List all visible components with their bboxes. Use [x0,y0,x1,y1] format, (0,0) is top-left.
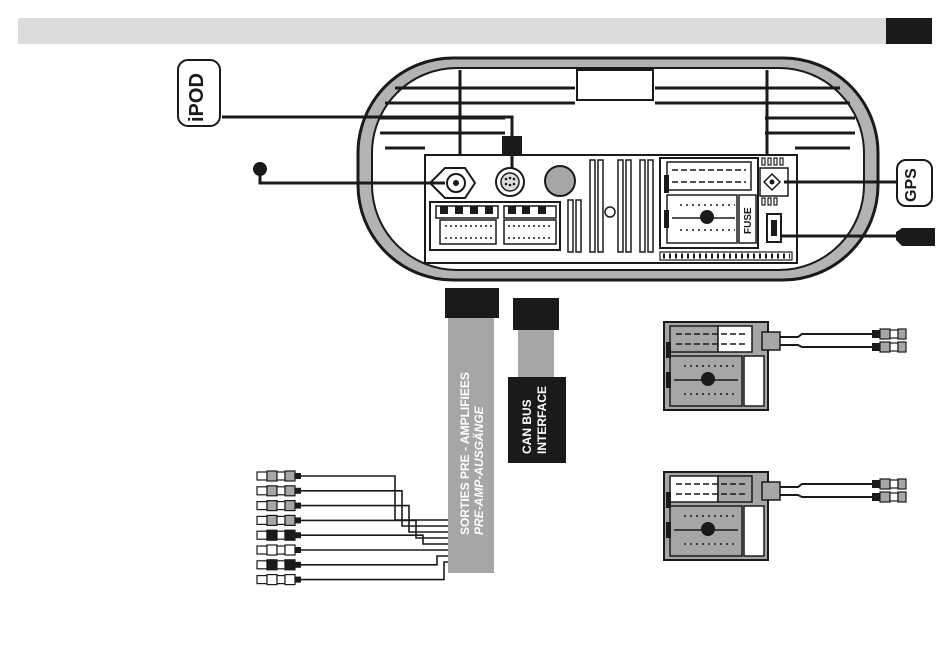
top-tab [577,70,653,100]
gps-label: GPS [903,168,921,202]
rca-wire [300,556,448,565]
fuse-label: FUSE [743,207,754,234]
gps-socket [760,168,788,196]
rca-bundle [257,471,448,585]
head-unit: FUSE [358,58,878,280]
rca-wire [300,506,448,532]
canbus-label-line1: CAN BUS [520,399,534,454]
rca-plug [257,515,301,525]
rca-plug [257,501,301,511]
iso-connector-a [664,322,906,410]
preamp-label-line2: PRE-AMP-AUSGÄNGE [472,406,486,535]
iso-connectors-right [664,322,906,560]
rca-wire [300,535,448,544]
rca-plug [257,471,301,481]
preamp-label-line1: SORTIES PRE - AMPLIFIEES [458,372,472,535]
iso-connector-b [664,472,906,560]
round-port [545,166,575,196]
rca-wire [300,476,448,520]
main-iso-connector [430,202,560,250]
ipod-port [496,168,524,196]
rca-plug [257,486,301,496]
rca-plug [257,545,301,555]
canbus-label-line2: INTERFACE [535,386,549,454]
ipod-label: iPOD [186,73,209,122]
rca-plug [257,530,301,540]
rca-plug [257,575,301,585]
rca-plug [257,560,301,570]
